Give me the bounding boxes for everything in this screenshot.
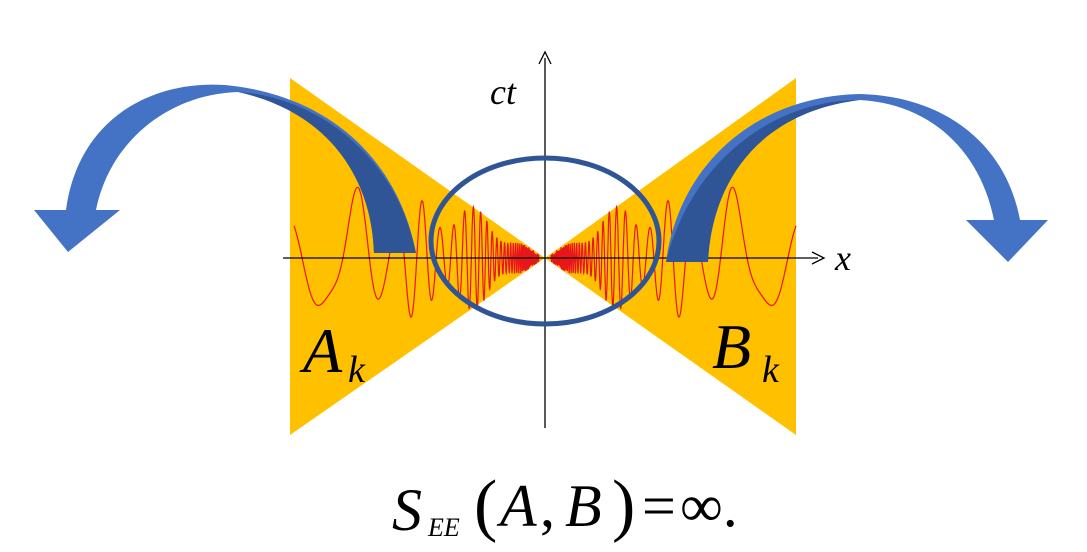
ct-axis-label: ct <box>490 72 517 112</box>
right-wave-trace <box>550 186 797 318</box>
left-wave-trace <box>293 186 540 318</box>
right-arrow-underside <box>666 100 860 262</box>
spacetime-axes <box>283 50 826 428</box>
equation-open-paren: ( <box>474 467 497 544</box>
region-label-left-base: A <box>299 315 343 386</box>
x-axis-arrowhead <box>811 251 826 265</box>
region-label-left: A <box>299 315 343 386</box>
right-curved-arrow <box>666 94 1048 262</box>
region-label-left-subscript: k <box>348 349 366 391</box>
entropy-equation: S EE ( A , B ) = ∞. <box>392 467 738 544</box>
origin-ellipse <box>428 155 662 327</box>
x-axis-label: x <box>834 238 851 278</box>
equation-comma: , <box>540 473 555 539</box>
region-label-right: B <box>712 311 751 382</box>
equation-equals: = <box>642 473 676 539</box>
equation-lhs-base: S <box>392 477 422 543</box>
region-label-right-subscript: k <box>762 349 780 391</box>
ct-axis-arrowhead <box>538 50 552 65</box>
wave-group <box>293 186 797 318</box>
equation-close-paren: ) <box>612 467 635 544</box>
region-label-right-base: B <box>712 311 751 382</box>
equation-arg-a: A <box>496 473 537 539</box>
equation-arg-b: B <box>565 473 602 539</box>
equation-lhs-subscript: EE <box>427 513 460 542</box>
left-arrow-underside <box>238 92 416 253</box>
left-curved-arrow <box>34 84 416 253</box>
equation-value: ∞. <box>680 473 738 539</box>
